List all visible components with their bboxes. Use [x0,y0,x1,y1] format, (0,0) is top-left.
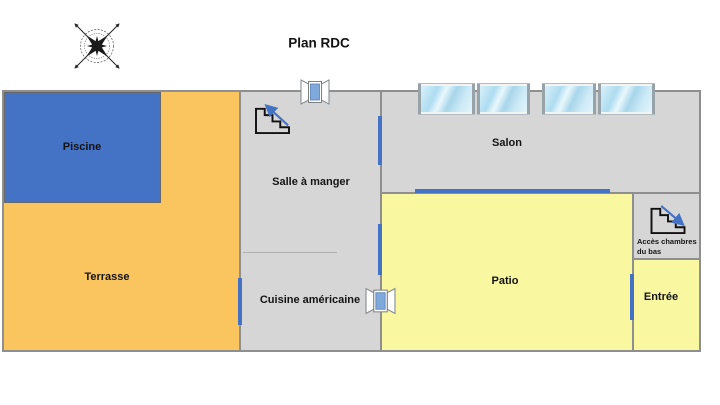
wall-right [699,90,701,352]
salon-window-icon-4 [598,84,655,114]
stairs-up-icon [255,103,290,135]
room-patio [382,194,633,350]
label-salle-a-manger: Salle à manger [272,176,350,188]
label-cuisine-americaine: Cuisine américaine [259,294,361,306]
label-terrasse: Terrasse [84,271,130,283]
salon-window-icon-1 [418,84,475,114]
casement-window-icon-kitchen [365,287,396,315]
label-entree: Entrée [643,291,679,303]
compass-rose-icon [74,23,120,69]
page-title: Plan RDC [288,35,350,51]
stairs-down-icon [650,205,686,235]
wall-terrasse-dining [239,90,241,352]
sliding-door-salon-patio [415,189,610,193]
casement-window-icon-dining [300,79,330,105]
wall-bottom [2,350,701,352]
wall-salon-patio [380,192,701,194]
label-patio: Patio [491,275,519,287]
salon-window-icon-3 [542,84,596,114]
door-marker-salon [378,116,382,165]
open-kitchen-divider [243,252,337,253]
wall-top [2,90,701,92]
wall-dining-salon [380,90,382,352]
room-entree [633,260,701,350]
wall-acces-entree [632,258,701,260]
label-piscine: Piscine [62,141,102,153]
label-acces-chambres-du-bas: Accès chambres du bas [637,237,697,256]
wall-patio-acces [632,192,634,352]
room-acces-chambres [633,194,701,260]
room-piscine [4,92,161,203]
salon-window-icon-2 [477,84,530,114]
label-salon: Salon [492,137,522,149]
door-marker-terrasse-cuisine [238,278,242,325]
door-marker-entree [630,274,634,320]
wall-left [2,90,4,352]
door-marker-cuisine-patio [378,224,382,275]
